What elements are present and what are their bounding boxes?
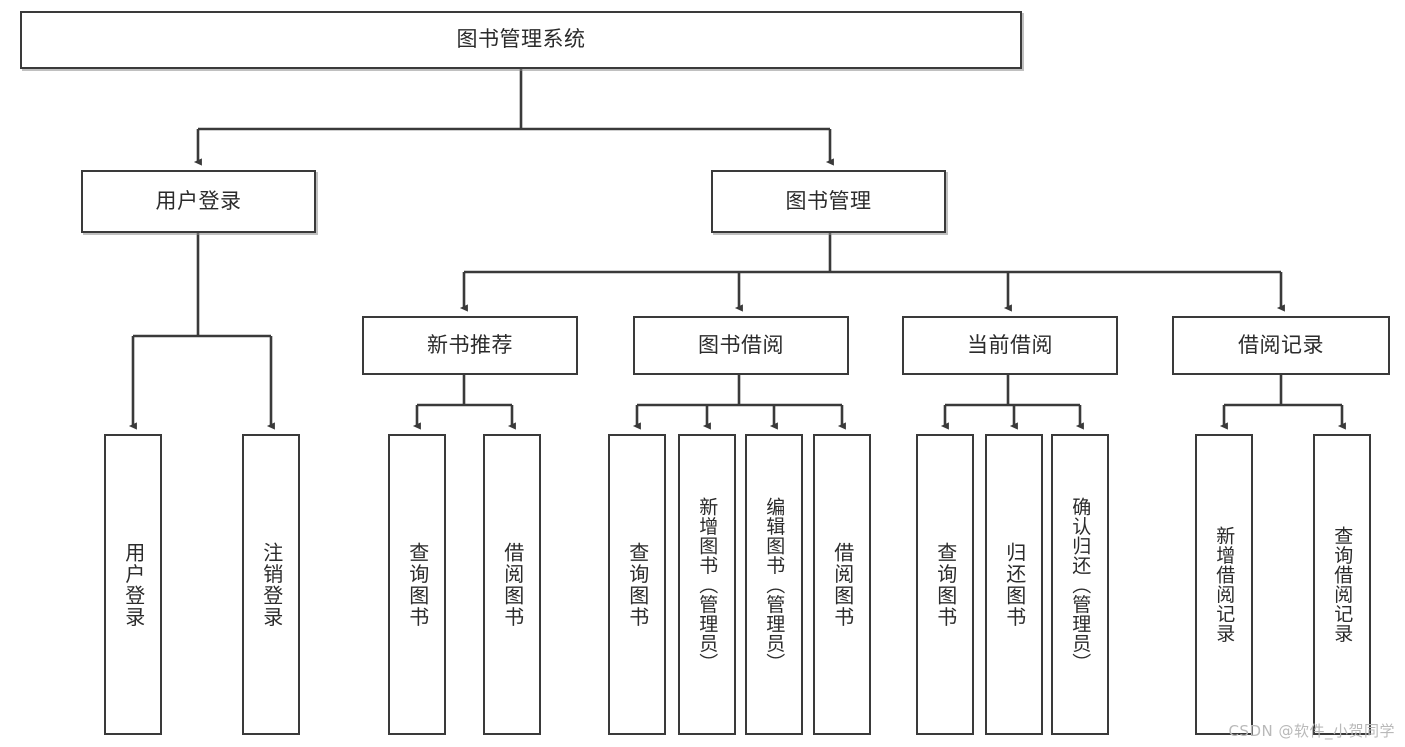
leaf-book-borrow-edit-book-admin[interactable]: 编辑图书（管理员） [745,434,803,735]
leaf-user-login-logout[interactable]: 注销登录 [242,434,300,735]
node-label: 新增借阅记录 [1213,526,1236,643]
node-label: 查询图书 [405,541,430,628]
node-label: 图书管理系统 [456,27,586,52]
node-label: 新书推荐 [427,332,513,357]
node-label: 新增图书（管理员） [696,496,719,673]
node-new-book-recommend[interactable]: 新书推荐 [362,316,578,375]
node-label: 图书借阅 [698,332,784,357]
node-label: 归还图书 [1002,541,1027,628]
node-label: 查询借阅记录 [1331,526,1354,643]
node-label: 借阅图书 [500,541,525,628]
node-book-management[interactable]: 图书管理 [711,170,946,233]
leaf-borrow-record-query-record[interactable]: 查询借阅记录 [1313,434,1371,735]
leaf-current-borrow-confirm-return-admin[interactable]: 确认归还（管理员） [1051,434,1109,735]
leaf-book-borrow-add-book-admin[interactable]: 新增图书（管理员） [678,434,736,735]
node-root-book-management-system[interactable]: 图书管理系统 [20,11,1022,69]
node-label: 确认归还（管理员） [1069,496,1092,673]
node-label: 当前借阅 [967,332,1053,357]
node-user-login[interactable]: 用户登录 [81,170,316,233]
leaf-new-book-borrow-book[interactable]: 借阅图书 [483,434,541,735]
node-label: 编辑图书（管理员） [763,496,786,673]
node-borrow-record[interactable]: 借阅记录 [1172,316,1390,375]
leaf-book-borrow-query-book[interactable]: 查询图书 [608,434,666,735]
node-label: 借阅记录 [1238,332,1324,357]
leaf-current-borrow-query-book[interactable]: 查询图书 [916,434,974,735]
node-label: 注销登录 [259,541,284,628]
leaf-borrow-record-add-record[interactable]: 新增借阅记录 [1195,434,1253,735]
leaf-current-borrow-return-book[interactable]: 归还图书 [985,434,1043,735]
node-label: 借阅图书 [830,541,855,628]
leaf-book-borrow-borrow-book[interactable]: 借阅图书 [813,434,871,735]
node-current-borrow[interactable]: 当前借阅 [902,316,1118,375]
node-label: 用户登录 [155,188,242,213]
node-label: 查询图书 [933,541,958,628]
watermark-text: CSDN @软件_小贺同学 [1228,722,1395,740]
leaf-new-book-query-book[interactable]: 查询图书 [388,434,446,735]
leaf-user-login-login[interactable]: 用户登录 [104,434,162,735]
node-book-borrow[interactable]: 图书借阅 [633,316,849,375]
node-label: 用户登录 [121,541,146,628]
node-label: 查询图书 [625,541,650,628]
node-label: 图书管理 [785,188,872,213]
